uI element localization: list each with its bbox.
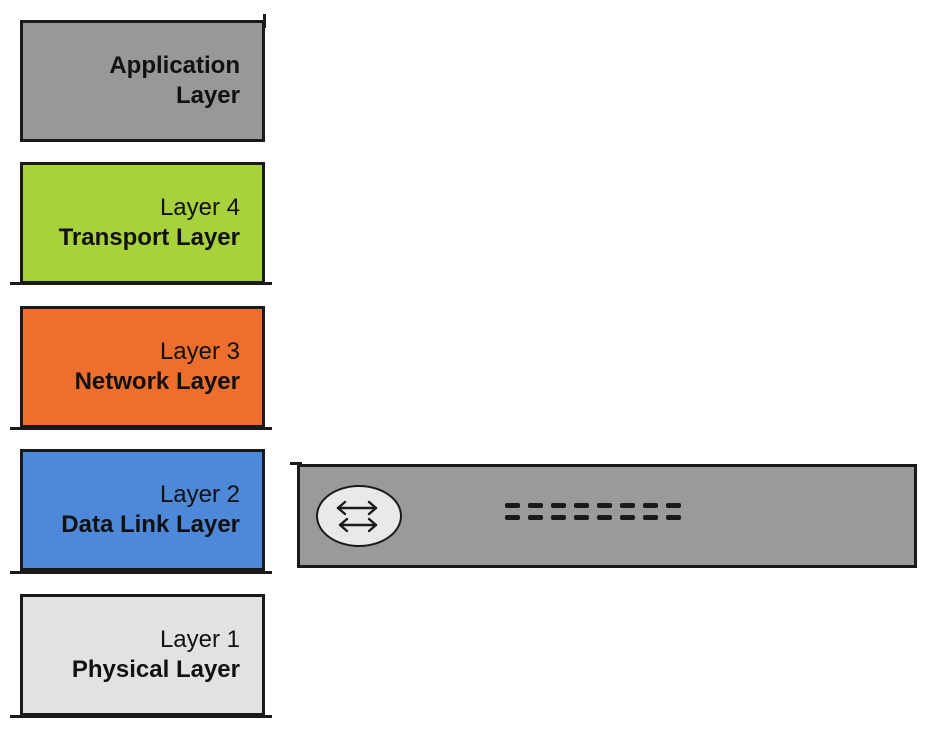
switch-port [620,515,635,520]
physical-layer-name: Physical Layer [71,656,240,683]
application-layer-subtitle: Layer [175,82,240,109]
switch-port [528,515,543,520]
network-layer-number: Layer 3 [159,338,240,365]
application-layer-title: Application [109,52,240,79]
stack-divider-line [263,14,266,28]
transport-layer-number: Layer 4 [159,194,240,221]
physical-layer-number: Layer 1 [159,626,240,653]
transport-layer-box: Layer 4 Transport Layer [20,162,265,284]
data-link-layer-number: Layer 2 [159,481,240,508]
switch-port [574,515,589,520]
switch-port [620,503,635,508]
switch-corner-mark [290,462,302,465]
switch-port [666,503,681,508]
network-switch [297,464,917,568]
switch-port [666,515,681,520]
switch-port [643,515,658,520]
switch-port [597,503,612,508]
switch-port [574,503,589,508]
switch-port [643,503,658,508]
network-layer-box: Layer 3 Network Layer [20,306,265,428]
network-layer-name: Network Layer [74,368,240,395]
stack-divider-line [10,571,272,574]
stack-divider-line [10,427,272,430]
switch-port [505,515,520,520]
switch-port [551,503,566,508]
switch-port [505,503,520,508]
data-link-layer-box: Layer 2 Data Link Layer [20,449,265,571]
port-row [505,503,681,508]
switch-port [528,503,543,508]
stack-divider-line [10,282,272,285]
switch-ports [505,503,681,527]
switch-port [551,515,566,520]
switch-port [597,515,612,520]
physical-layer-box: Layer 1 Physical Layer [20,594,265,716]
bidirectional-arrows-icon [316,485,402,547]
port-row [505,515,681,520]
stack-divider-line [10,715,272,718]
data-link-layer-name: Data Link Layer [61,511,240,538]
application-layer-box: Application Layer [20,20,265,142]
transport-layer-name: Transport Layer [58,224,240,251]
